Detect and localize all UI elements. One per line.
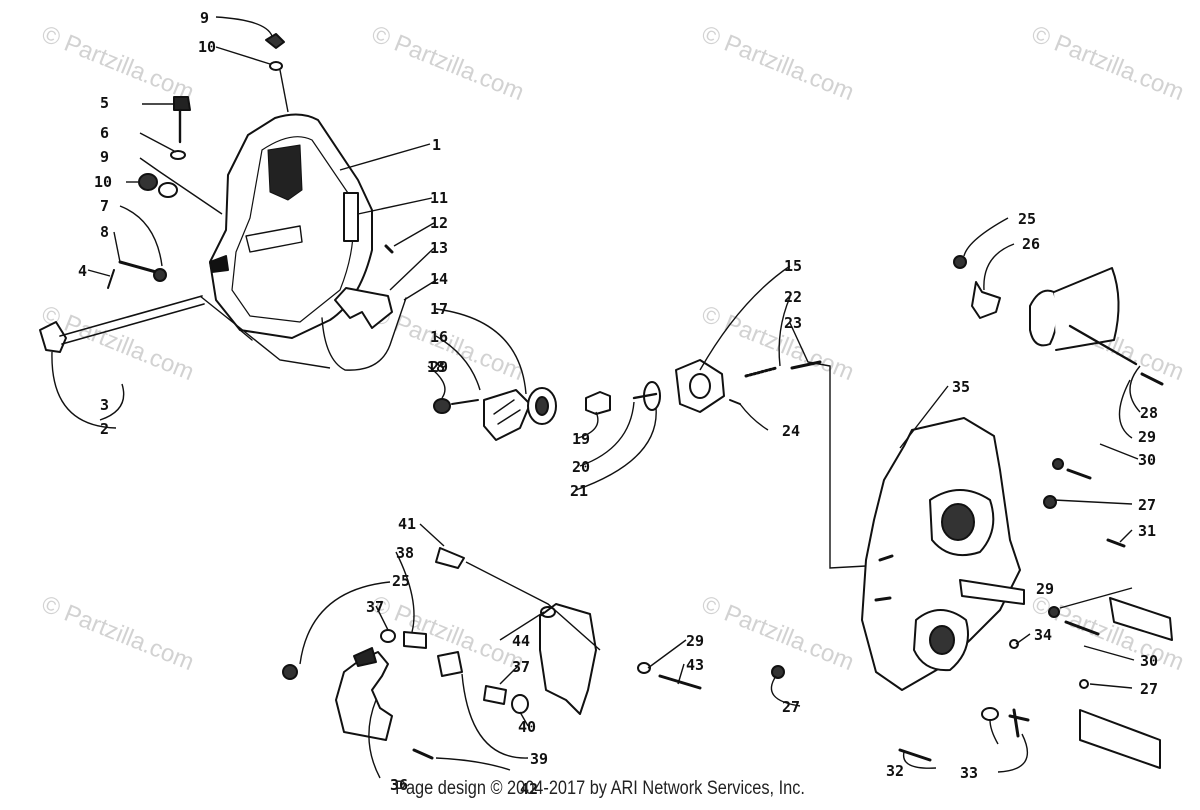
parts-line-art	[39, 33, 1173, 769]
callout-6: 6	[100, 124, 109, 142]
callout-29-b: 29	[1036, 580, 1054, 598]
callout-13: 13	[430, 239, 448, 257]
watermark-text: © Partzilla.com	[38, 591, 198, 677]
callout-31: 31	[1138, 522, 1156, 540]
callout-26: 26	[1022, 235, 1040, 253]
callout-10-upper: 10	[198, 38, 216, 56]
watermark-text: © Partzilla.com	[368, 21, 528, 107]
callout-23: 23	[784, 314, 802, 332]
callout-8: 8	[100, 223, 109, 241]
callout-11: 11	[430, 189, 448, 207]
callout-29-d: 29	[430, 358, 448, 376]
chain-case-cover-drawing	[209, 113, 373, 341]
callout-10-left: 10	[94, 173, 112, 191]
copyright-footer: Page design © 2004-2017 by ARI Network S…	[395, 778, 805, 799]
brake-assembly-drawing	[282, 547, 702, 760]
callout-37-upper: 37	[366, 598, 384, 616]
callout-19: 19	[572, 430, 590, 448]
callout-44: 44	[512, 632, 530, 650]
callout-12: 12	[430, 214, 448, 232]
callout-7: 7	[100, 197, 109, 215]
callout-27-lower-right: 27	[1140, 680, 1158, 698]
callout-41: 41	[398, 515, 416, 533]
callout-15: 15	[784, 257, 802, 275]
callout-40: 40	[518, 718, 536, 736]
callout-38: 38	[396, 544, 414, 562]
watermark-text: © Partzilla.com	[38, 21, 198, 107]
callout-43: 43	[686, 656, 704, 674]
callout-22: 22	[784, 288, 802, 306]
watermark-text: © Partzilla.com	[1028, 21, 1188, 107]
gear-case-drawing	[861, 417, 1025, 691]
callout-34: 34	[1034, 626, 1052, 644]
callout-9-left: 9	[100, 148, 109, 166]
callout-14: 14	[430, 270, 448, 288]
callout-29-a: 29	[1138, 428, 1156, 446]
callout-25-upper: 25	[1018, 210, 1036, 228]
callout-5: 5	[100, 94, 109, 112]
callout-18: 18	[427, 358, 445, 376]
callout-33: 33	[960, 764, 978, 782]
callout-16: 16	[430, 328, 448, 346]
leader-lines	[51, 16, 1141, 779]
callout-35: 35	[952, 378, 970, 396]
callout-4: 4	[78, 262, 87, 280]
callout-28: 28	[1140, 404, 1158, 422]
callout-numbers: 1 2 3 4 5 6 7 8 9 9 10 10 11 12 13 14 15…	[78, 9, 1158, 798]
callout-1: 1	[432, 136, 441, 154]
callout-9-upper: 9	[200, 9, 209, 27]
watermark-text: © Partzilla.com	[698, 21, 858, 107]
callout-17: 17	[430, 300, 448, 318]
callout-30-lower: 30	[1140, 652, 1158, 670]
callout-27-bottom-left: 27	[782, 698, 800, 716]
callout-36: 36	[390, 776, 408, 794]
callout-29-c: 29	[686, 632, 704, 650]
callout-25-lower: 25	[392, 572, 410, 590]
callout-24: 24	[782, 422, 800, 440]
tensioner-drawing	[433, 359, 822, 441]
callout-30-upper: 30	[1138, 451, 1156, 469]
watermark-text: © Partzilla.com	[698, 591, 858, 677]
callout-3: 3	[100, 396, 109, 414]
callout-20: 20	[572, 458, 590, 476]
callout-39: 39	[530, 750, 548, 768]
callout-21: 21	[570, 482, 588, 500]
callout-27-upper: 27	[1138, 496, 1156, 514]
callout-42: 42	[520, 780, 538, 798]
callout-37-lower: 37	[512, 658, 530, 676]
callout-2: 2	[100, 420, 109, 438]
callout-32: 32	[886, 762, 904, 780]
